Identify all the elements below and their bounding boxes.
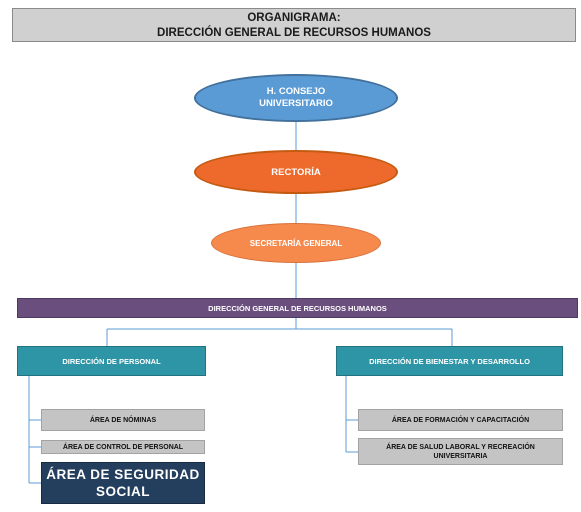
title-line-1: ORGANIGRAMA: bbox=[247, 12, 341, 24]
node-area-control-label: ÁREA DE CONTROL DE PERSONAL bbox=[62, 443, 184, 451]
node-rectoria: RECTORÍA bbox=[194, 150, 398, 194]
node-consejo-label: H. CONSEJO UNIVERSITARIO bbox=[259, 86, 333, 109]
node-area-formacion: ÁREA DE FORMACIÓN Y CAPACITACIÓN bbox=[358, 409, 563, 431]
node-area-nominas-label: ÁREA DE NÓMINAS bbox=[89, 416, 157, 424]
node-consejo-universitario: H. CONSEJO UNIVERSITARIO bbox=[194, 74, 398, 122]
node-area-nominas: ÁREA DE NÓMINAS bbox=[41, 409, 205, 431]
node-direccion-general: DIRECCIÓN GENERAL DE RECURSOS HUMANOS bbox=[17, 298, 578, 318]
node-direccion-general-label: DIRECCIÓN GENERAL DE RECURSOS HUMANOS bbox=[208, 303, 387, 313]
node-secretaria-general: SECRETARÍA GENERAL bbox=[211, 223, 381, 263]
node-area-formacion-label: ÁREA DE FORMACIÓN Y CAPACITACIÓN bbox=[391, 416, 530, 424]
title-line-2: DIRECCIÓN GENERAL DE RECURSOS HUMANOS bbox=[157, 27, 431, 39]
node-area-seguridad-label: ÁREA DE SEGURIDAD SOCIAL bbox=[46, 467, 200, 499]
node-direccion-bienestar-label: DIRECCIÓN DE BIENESTAR Y DESARROLLO bbox=[369, 356, 530, 366]
node-area-salud-label: ÁREA DE SALUD LABORAL Y RECREACIÓN UNIVE… bbox=[386, 443, 535, 460]
node-area-control-personal: ÁREA DE CONTROL DE PERSONAL bbox=[41, 440, 205, 454]
node-direccion-personal-label: DIRECCIÓN DE PERSONAL bbox=[62, 356, 161, 366]
node-rectoria-label: RECTORÍA bbox=[271, 166, 321, 178]
node-area-salud-laboral: ÁREA DE SALUD LABORAL Y RECREACIÓN UNIVE… bbox=[358, 438, 563, 465]
node-area-seguridad-social: ÁREA DE SEGURIDAD SOCIAL bbox=[41, 462, 205, 504]
node-direccion-personal: DIRECCIÓN DE PERSONAL bbox=[17, 346, 206, 376]
diagram-title: ORGANIGRAMA: DIRECCIÓN GENERAL DE RECURS… bbox=[12, 8, 576, 42]
node-direccion-bienestar: DIRECCIÓN DE BIENESTAR Y DESARROLLO bbox=[336, 346, 563, 376]
node-secretaria-label: SECRETARÍA GENERAL bbox=[249, 238, 343, 248]
